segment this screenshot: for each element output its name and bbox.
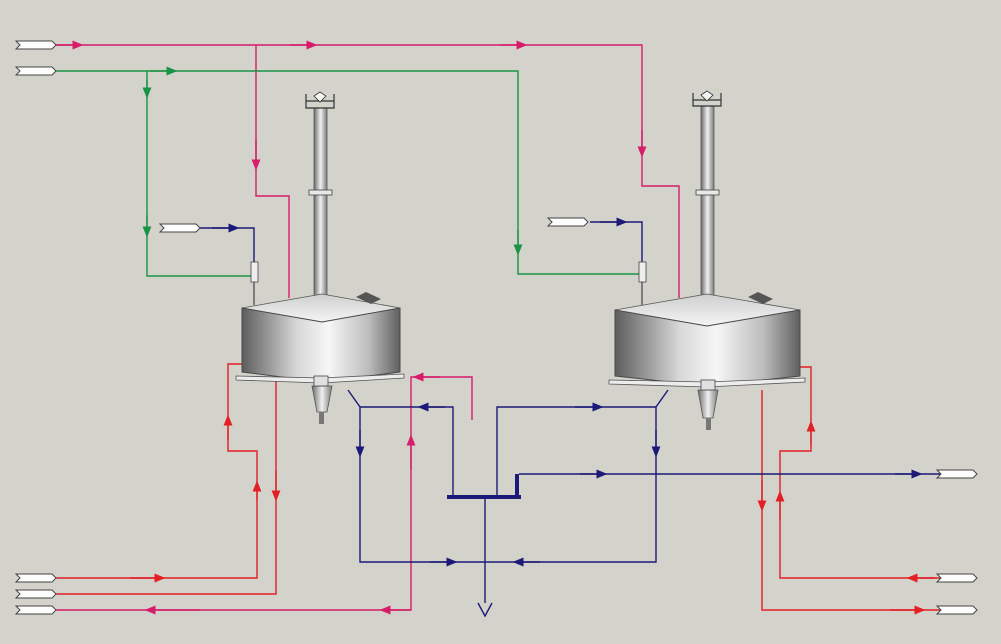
inlet-connectors-left <box>14 40 201 615</box>
magenta-feed-lines <box>56 40 680 615</box>
connector-navy-out[interactable] <box>935 469 978 479</box>
left-agitator-shaft <box>313 107 328 299</box>
navy-lines <box>200 217 940 603</box>
right-inlet-valve[interactable] <box>638 261 647 283</box>
distributor-header <box>447 495 521 499</box>
connector-red-in-left[interactable] <box>14 573 57 583</box>
green-feed-lines <box>56 66 640 277</box>
left-vessel-body <box>241 307 401 383</box>
connector-green-in[interactable] <box>14 66 57 76</box>
red-lines-right <box>757 366 940 615</box>
connector-magenta-in[interactable] <box>14 40 57 50</box>
connector-red-in-right[interactable] <box>935 573 978 583</box>
left-inlet-valve[interactable] <box>250 261 259 283</box>
connector-magenta-out[interactable] <box>14 605 57 615</box>
connector-red-out-right[interactable] <box>935 605 978 615</box>
drain-symbol <box>477 602 493 618</box>
connector-red-out-left[interactable] <box>14 589 57 599</box>
right-vessel-body <box>614 309 801 387</box>
right-shaft-coupling <box>695 189 720 196</box>
right-agitator-shaft <box>700 105 715 301</box>
connector-navy-in-left[interactable] <box>158 223 201 233</box>
left-shaft-coupling <box>308 189 333 196</box>
connectors-right <box>546 217 978 615</box>
right-reactor-vessel[interactable] <box>608 90 806 430</box>
left-reactor-vessel[interactable] <box>235 91 405 424</box>
header-stem <box>515 474 519 496</box>
connector-navy-in-right[interactable] <box>546 217 589 227</box>
red-lines-left <box>56 363 281 595</box>
